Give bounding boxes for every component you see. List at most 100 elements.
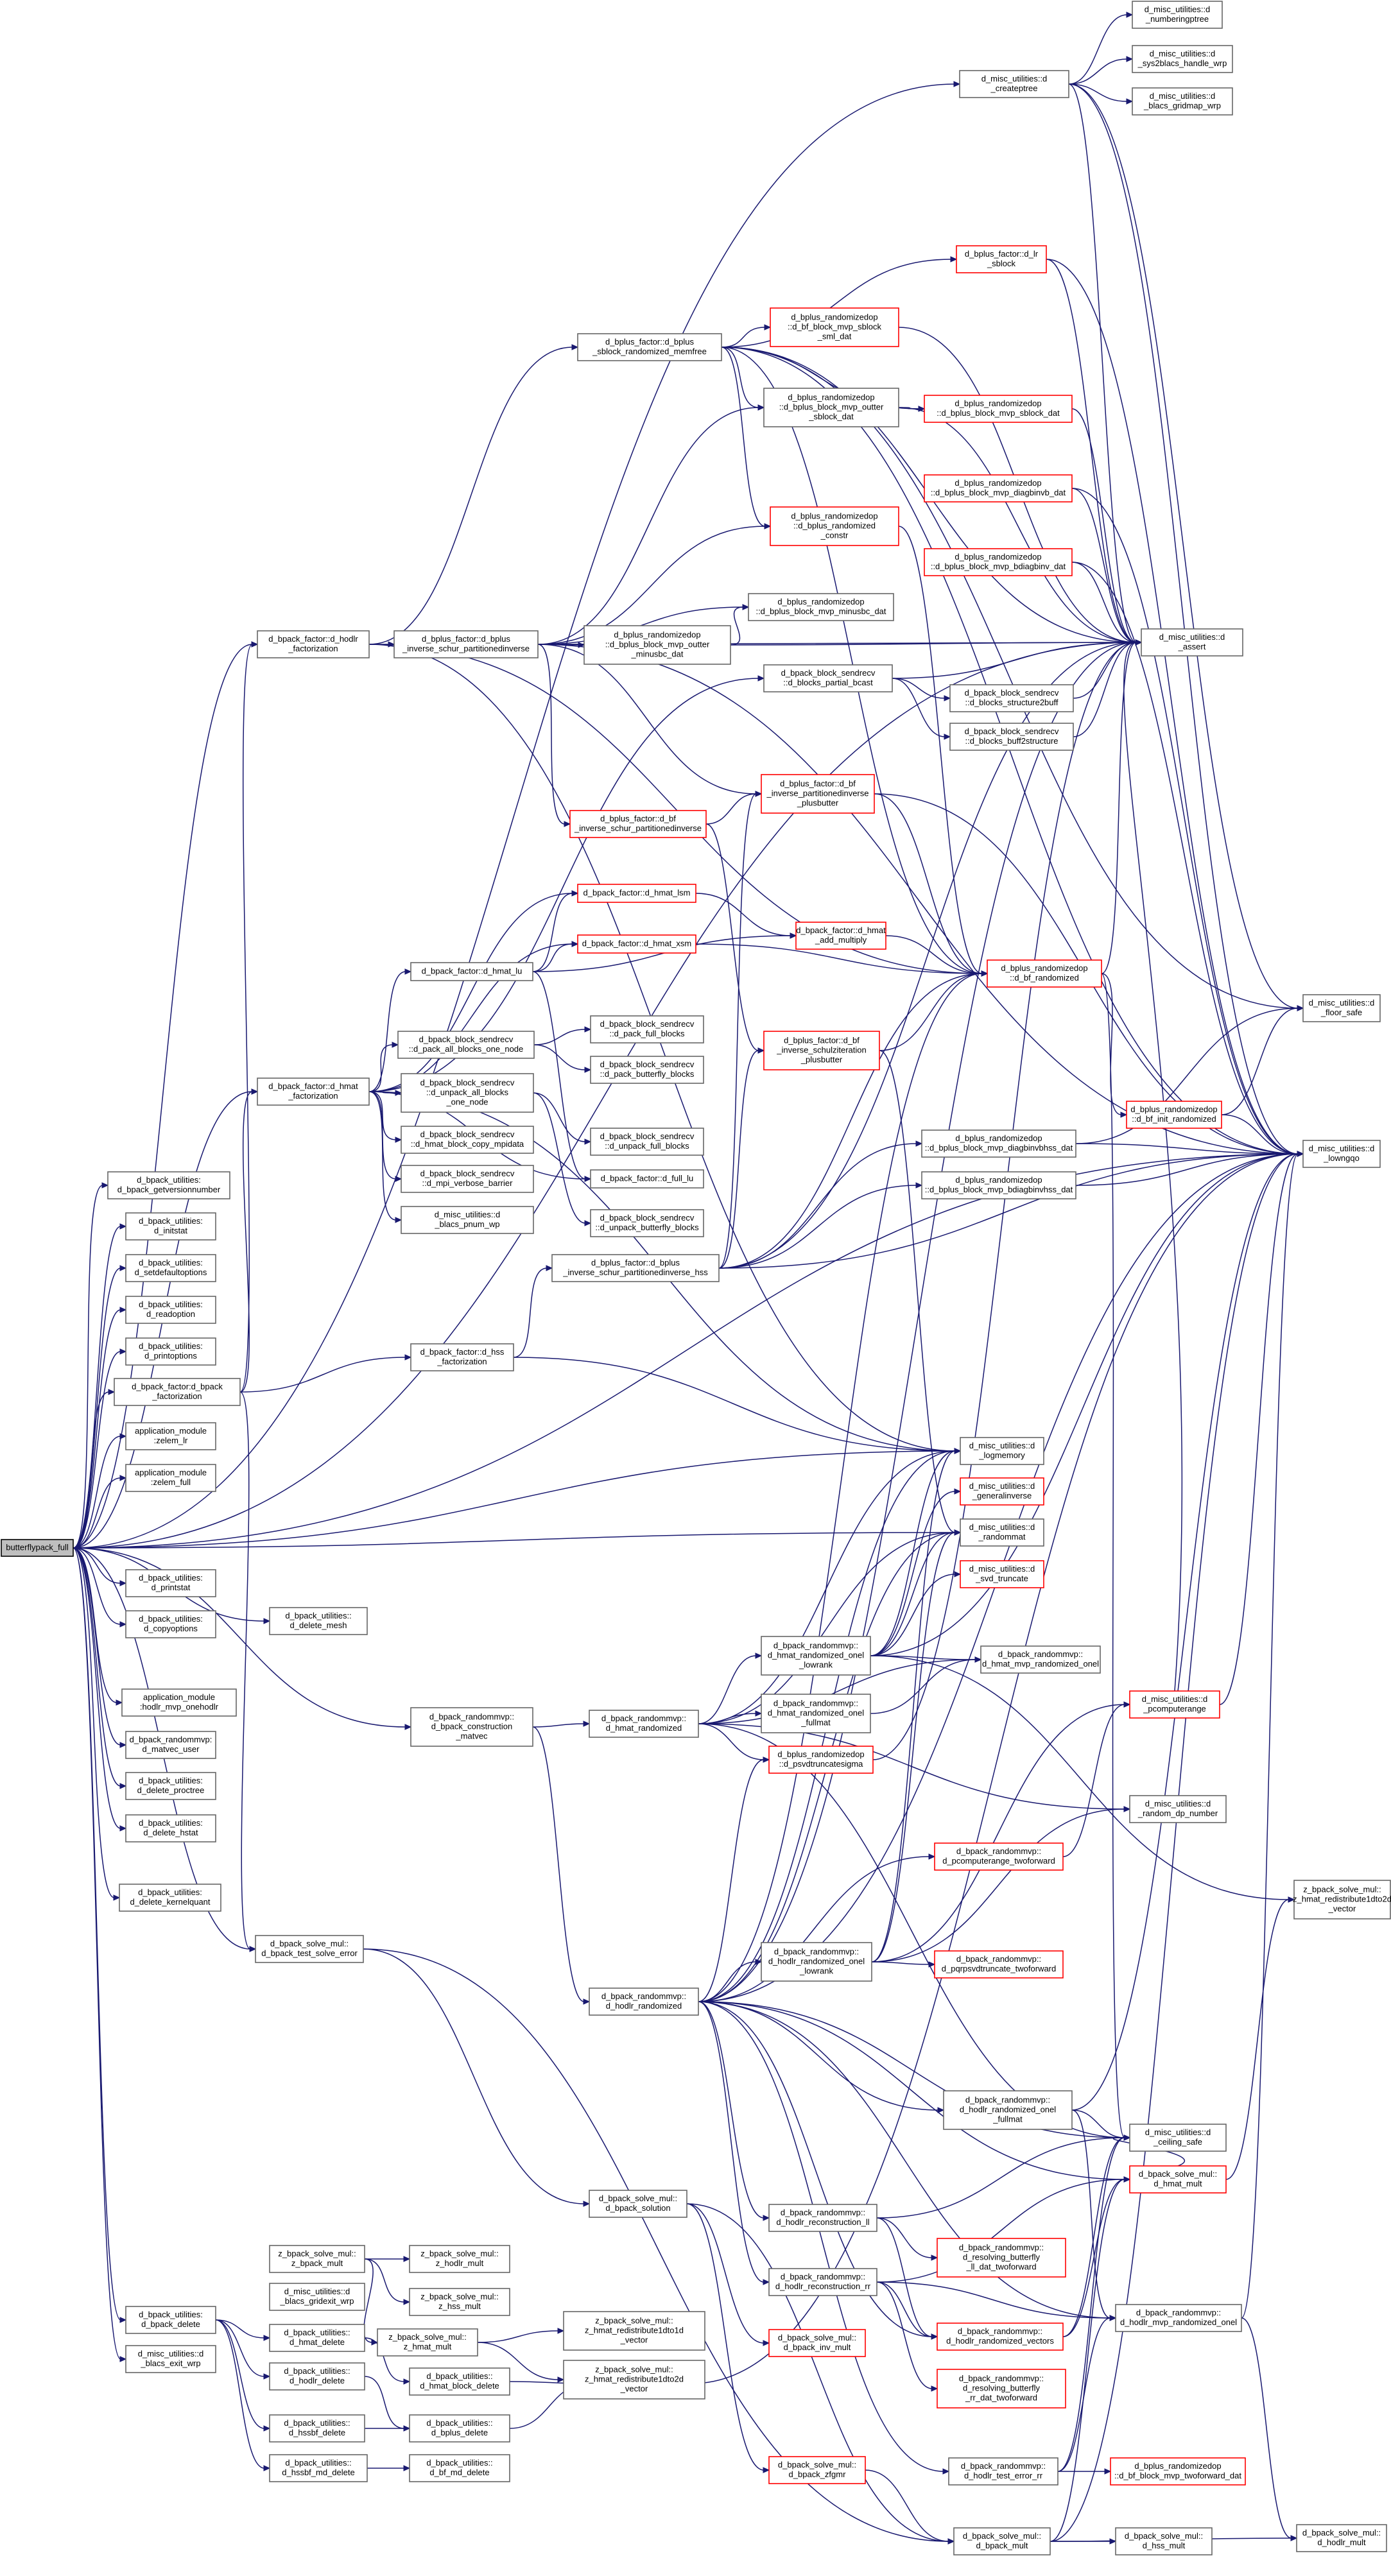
graph-node[interactable]: d_bplus_randomizedop::d_bplus_block_mvp_… (924, 474, 1073, 502)
graph-node[interactable]: d_bpack_block_sendrecv::d_pack_all_block… (397, 1031, 535, 1059)
graph-node[interactable]: d_bplus_randomizedop::d_bplus_block_mvp_… (748, 593, 894, 621)
graph-node[interactable]: z_bpack_solve_mul::z_hmat_redistribute1d… (563, 2311, 705, 2351)
graph-node[interactable]: d_bpack_randommvp::d_hodlr_randomized (589, 1988, 699, 2016)
graph-node[interactable]: d_misc_utilities::d_blacs_pnum_wp (401, 1206, 534, 1234)
graph-node[interactable]: d_bpack_randommvp::d_pcomputerange_twofo… (934, 1842, 1064, 1871)
graph-node[interactable]: d_bpack_randommvp:d_matvec_user (125, 1731, 216, 1759)
graph-node[interactable]: d_bpack_randommvp::d_resolving_butterfly… (937, 2238, 1066, 2278)
graph-node[interactable]: d_misc_utilities::d_sys2blacs_handle_wrp (1132, 45, 1233, 73)
graph-node[interactable]: d_bpack_utilities:d_bpack_delete (125, 2306, 216, 2334)
graph-node[interactable]: d_bplus_factor::d_bplus_inverse_schur_pa… (393, 630, 539, 658)
graph-node[interactable]: d_bpack_solve_mul::d_bpack_zfgmr (768, 2456, 866, 2484)
graph-node[interactable]: d_bpack_utilities::d_hodlr_delete (269, 2362, 365, 2391)
graph-node[interactable]: application_module:zelem_lr (125, 1422, 216, 1450)
graph-node[interactable]: d_bpack_solve_mul::d_hmat_mult (1129, 2165, 1227, 2194)
graph-node[interactable]: d_bpack_block_sendrecv::d_unpack_butterf… (590, 1209, 704, 1237)
graph-node[interactable]: d_misc_utilities::d_random_dp_number (1129, 1795, 1227, 1823)
graph-node[interactable]: z_bpack_solve_mul::z_hss_mult (409, 2288, 510, 2316)
graph-node[interactable]: d_bpack_solve_mul::d_hodlr_mult (1296, 2524, 1387, 2552)
graph-node[interactable]: d_bplus_randomizedop::d_bf_randomized (987, 959, 1102, 988)
graph-node[interactable]: d_bpack_block_sendrecv::d_blocks_partial… (763, 664, 893, 692)
graph-node[interactable]: d_bpack_utilities::d_hmat_delete (269, 2324, 365, 2352)
graph-node[interactable]: d_bpack_randommvp::d_hmat_mvp_randomized… (980, 1645, 1101, 1674)
graph-node[interactable]: d_bpack_factor::d_hmat_factorization (257, 1078, 370, 1106)
graph-node[interactable]: d_bplus_randomizedop::d_bf_block_mvp_sbl… (770, 307, 899, 347)
graph-node[interactable]: d_bpack_block_sendrecv::d_hmat_block_cop… (401, 1126, 534, 1154)
graph-node[interactable]: d_bpack_utilities::d_bplus_delete (409, 2414, 510, 2443)
graph-node[interactable]: d_bpack_block_sendrecv::d_unpack_all_blo… (401, 1073, 534, 1113)
graph-node[interactable]: d_bpack_factor::d_hodlr_factorization (257, 630, 370, 658)
graph-node[interactable]: d_misc_utilities::d_floor_safe (1302, 994, 1381, 1022)
graph-node[interactable]: d_bpack_factor::d_hmat_xsm (577, 934, 696, 954)
graph-node[interactable]: d_misc_utilities::d_blacs_exit_wrp (125, 2345, 216, 2373)
graph-node[interactable]: d_bplus_randomizedop::d_bf_init_randomiz… (1126, 1101, 1222, 1129)
graph-node[interactable]: d_bpack_block_sendrecv::d_pack_butterfly… (590, 1056, 704, 1084)
graph-node[interactable]: z_bpack_solve_mul::z_hmat_redistribute1d… (1293, 1880, 1391, 1919)
graph-node[interactable]: d_bplus_factor::d_bplus_inverse_schur_pa… (551, 1254, 720, 1282)
graph-node[interactable]: d_bpack_block_sendrecv::d_unpack_full_bl… (590, 1128, 704, 1156)
graph-node[interactable]: d_bpack_utilities:d_readoption (125, 1296, 216, 1324)
graph-node[interactable]: d_bpack_utilities:d_printoptions (125, 1337, 216, 1366)
graph-node[interactable]: d_bpack_utilities::d_hssbf_delete (269, 2414, 365, 2443)
graph-node[interactable]: d_bplus_factor::d_bplus_sblock_randomize… (577, 333, 722, 361)
graph-node[interactable]: z_bpack_solve_mul::z_bpack_mult (269, 2245, 365, 2273)
graph-node[interactable]: d_bpack_solve_mul::d_bpack_solution (589, 2190, 687, 2218)
graph-node[interactable]: d_misc_utilities::d_blacs_gridexit_wrp (269, 2283, 365, 2311)
graph-node[interactable]: d_bpack_randommvp::d_hmat_randomized_one… (761, 1694, 871, 1733)
graph-node[interactable]: d_bpack_utilities:d_initstat (125, 1212, 216, 1241)
graph-node[interactable]: d_bplus_randomizedop::d_bplus_block_mvp_… (583, 625, 731, 665)
graph-node[interactable]: d_misc_utilities::d_lowngqo (1302, 1140, 1381, 1168)
graph-node[interactable]: d_bpack_randommvp::d_hodlr_reconstructio… (768, 2204, 877, 2232)
graph-node[interactable]: d_bpack_utilities:d_setdefaultoptions (125, 1254, 216, 1282)
graph-node[interactable]: d_bpack_block_sendrecv::d_blocks_structu… (949, 684, 1074, 712)
graph-node[interactable]: d_bpack_randommvp::d_bpack_construction_… (410, 1707, 533, 1747)
graph-node[interactable]: d_misc_utilities::d_assert (1141, 628, 1243, 657)
graph-node[interactable]: d_bpack_utilities::d_hmat_block_delete (409, 2367, 510, 2396)
graph-node[interactable]: z_bpack_solve_mul::z_hmat_redistribute1d… (563, 2360, 705, 2400)
graph-node[interactable]: d_misc_utilities::d_numberingptree (1132, 1, 1223, 29)
graph-node[interactable]: d_bpack_randommvp::d_hodlr_mvp_randomize… (1115, 2304, 1242, 2332)
graph-node[interactable]: d_bpack_randommvp::d_hodlr_reconstructio… (768, 2268, 877, 2296)
graph-node[interactable]: d_bpack_randommvp::d_hmat_randomized_one… (761, 1636, 871, 1676)
graph-node[interactable]: d_bpack_utilities:d_bpack_getversionnumb… (107, 1171, 230, 1199)
graph-node[interactable]: d_bpack_solve_mul::d_bpack_test_solve_er… (255, 1935, 364, 1963)
graph-node[interactable]: d_bpack_factor::d_hmat_lsm (577, 884, 696, 903)
graph-node[interactable]: application_module:hodlr_mvp_onehodlr (121, 1688, 237, 1717)
graph-node[interactable]: d_bpack_utilities::d_delete_mesh (269, 1607, 368, 1635)
graph-node[interactable]: d_bpack_block_sendrecv::d_blocks_buff2st… (949, 723, 1074, 751)
graph-node[interactable]: d_bplus_factor::d_bf_inverse_schulzitera… (763, 1031, 880, 1070)
graph-node[interactable]: d_bpack_utilities::d_bf_md_delete (409, 2454, 510, 2482)
graph-node[interactable]: d_misc_utilities::d_logmemory (960, 1437, 1044, 1465)
graph-node[interactable]: d_bpack_randommvp::d_hmat_randomized (589, 1710, 699, 1738)
graph-node[interactable]: d_bpack_block_sendrecv::d_pack_full_bloc… (590, 1015, 704, 1043)
graph-node[interactable]: d_bpack_randommvp::d_hodlr_randomized_on… (943, 2090, 1073, 2130)
graph-node[interactable]: d_bpack_randommvp::d_resolving_butterfly… (937, 2369, 1066, 2409)
graph-node[interactable]: d_bplus_factor::d_bf_inverse_partitioned… (761, 774, 875, 814)
graph-node[interactable]: d_bplus_factor::d_bf_inverse_schur_parti… (569, 810, 707, 838)
graph-node[interactable]: d_bpack_factor::d_hmat_add_multiply (795, 922, 886, 950)
graph-node[interactable]: d_bpack_utilities:d_delete_proctree (125, 1772, 216, 1800)
graph-node[interactable]: d_bplus_factor::d_lr_sblock (956, 245, 1047, 273)
graph-node[interactable]: z_bpack_solve_mul::z_hodlr_mult (409, 2245, 510, 2273)
graph-node[interactable]: d_bplus_randomizedop::d_psvdtruncatesigm… (768, 1746, 874, 1774)
graph-node[interactable]: d_misc_utilities::d_blacs_gridmap_wrp (1132, 87, 1233, 116)
graph-node[interactable]: d_bpack_utilities:d_copyoptions (125, 1610, 216, 1638)
graph-node[interactable]: d_misc_utilities::d_createptree (959, 70, 1069, 98)
graph-node[interactable]: d_bplus_randomizedop::d_bplus_block_mvp_… (924, 395, 1073, 423)
graph-node[interactable]: d_misc_utilities::d_ceiling_safe (1129, 2124, 1227, 2152)
graph-node[interactable]: d_bpack_solve_mul::d_bpack_inv_mult (768, 2329, 866, 2357)
graph-node[interactable]: d_bpack_utilities::d_hssbf_md_delete (269, 2454, 368, 2482)
graph-node[interactable]: d_misc_utilities::d_pcomputerange (1129, 1690, 1220, 1719)
graph-node[interactable]: d_misc_utilities::d_svd_truncate (960, 1560, 1044, 1588)
graph-node[interactable]: application_module:zelem_full (125, 1464, 216, 1492)
graph-node[interactable]: d_bpack_randommvp::d_hodlr_randomized_on… (761, 1942, 872, 1982)
graph-node[interactable]: d_misc_utilities::d_generalinverse (960, 1477, 1044, 1506)
graph-node[interactable]: d_bplus_randomizedop::d_bplus_block_mvp_… (763, 388, 899, 427)
graph-node[interactable]: d_bpack_randommvp::d_pqrpsvdtruncate_two… (934, 1950, 1064, 1979)
graph-node[interactable]: d_bpack_factor::d_hss_factorization (410, 1343, 514, 1371)
graph-node[interactable]: d_bplus_randomizedop::d_bplus_block_mvp_… (924, 548, 1073, 576)
graph-node[interactable]: d_bplus_randomizedop::d_bplus_block_mvp_… (921, 1129, 1076, 1158)
graph-node[interactable]: d_bplus_randomizedop::d_bf_block_mvp_two… (1110, 2457, 1246, 2486)
root-node[interactable]: butterflypack_full (1, 1539, 74, 1557)
graph-node[interactable]: d_bpack_utilities:d_printstat (125, 1569, 216, 1597)
